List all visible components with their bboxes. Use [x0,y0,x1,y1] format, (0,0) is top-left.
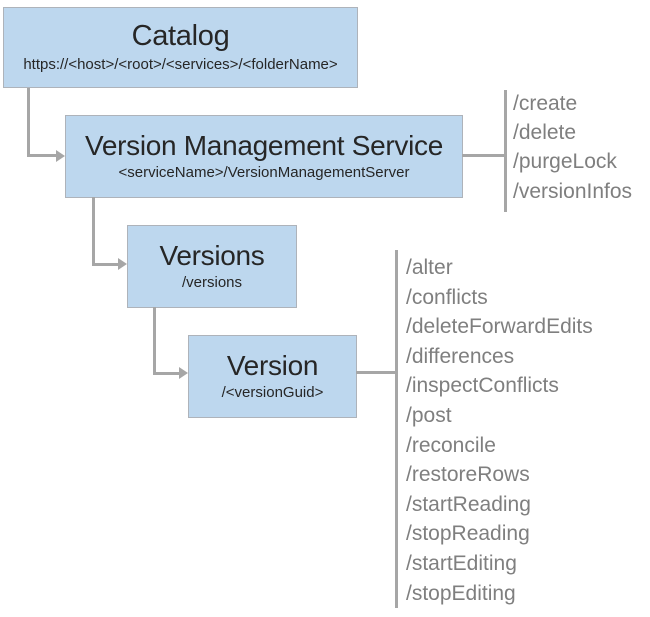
arrowhead-icon [118,258,127,270]
connector-catalog-to-vms-horizontal [27,154,58,157]
operation-item: /create [513,92,578,115]
operation-item: /deleteForwardEdits [406,315,593,339]
node-catalog: Catalog https://<host>/<root>/<services>… [3,7,358,88]
node-version-title: Version [226,349,319,381]
vms-operations-divider-bar [504,90,507,212]
operation-item: /startEditing [406,551,517,575]
node-catalog-subtitle: https://<host>/<root>/<services>/<folder… [23,55,338,73]
node-version: Version /<versionGuid> [188,335,357,418]
operation-item: /reconcile [406,433,496,457]
operation-item: /delete [513,121,577,145]
connector-vms-to-versions-vertical [92,197,95,266]
operation-item: /stopEditing [406,581,516,605]
version-operations-list: /alter /conflicts /deleteForwardEdits /d… [406,253,593,608]
operation-item: /purgeLock [513,150,617,174]
operation-item: /post [406,403,452,427]
connector-vms-to-versions-horizontal [92,263,120,266]
operation-item: /restoreRows [406,463,530,487]
connector-versions-to-version-horizontal [153,372,181,375]
operation-item: /inspectConflicts [406,374,559,398]
arrowhead-icon [56,150,65,162]
node-versions-title: Versions [159,239,265,271]
node-catalog-title: Catalog [131,20,230,53]
connector-version-to-operations [356,371,397,374]
arrowhead-icon [179,367,188,379]
node-version-management-service: Version Management Service <serviceName>… [65,115,463,198]
node-versions: Versions /versions [127,225,297,308]
operation-item: /conflicts [406,285,488,309]
operation-item: /stopReading [406,522,530,546]
node-version-subtitle: /<versionGuid> [221,384,324,402]
vms-operations-list: /create /delete /purgeLock /versionInfos [513,89,632,206]
node-version-management-service-subtitle: <serviceName>/VersionManagementServer [118,164,410,182]
connector-vms-to-operations [462,154,505,157]
connector-versions-to-version-vertical [153,307,156,375]
connector-catalog-to-vms-vertical [27,88,30,157]
operation-item: /differences [406,344,515,368]
operation-item: /alter [406,256,453,279]
node-versions-subtitle: /versions [181,274,243,292]
node-version-management-service-title: Version Management Service [85,129,443,161]
operation-item: /startReading [406,492,531,516]
version-operations-divider-bar [395,250,398,608]
operation-item: /versionInfos [513,179,633,203]
